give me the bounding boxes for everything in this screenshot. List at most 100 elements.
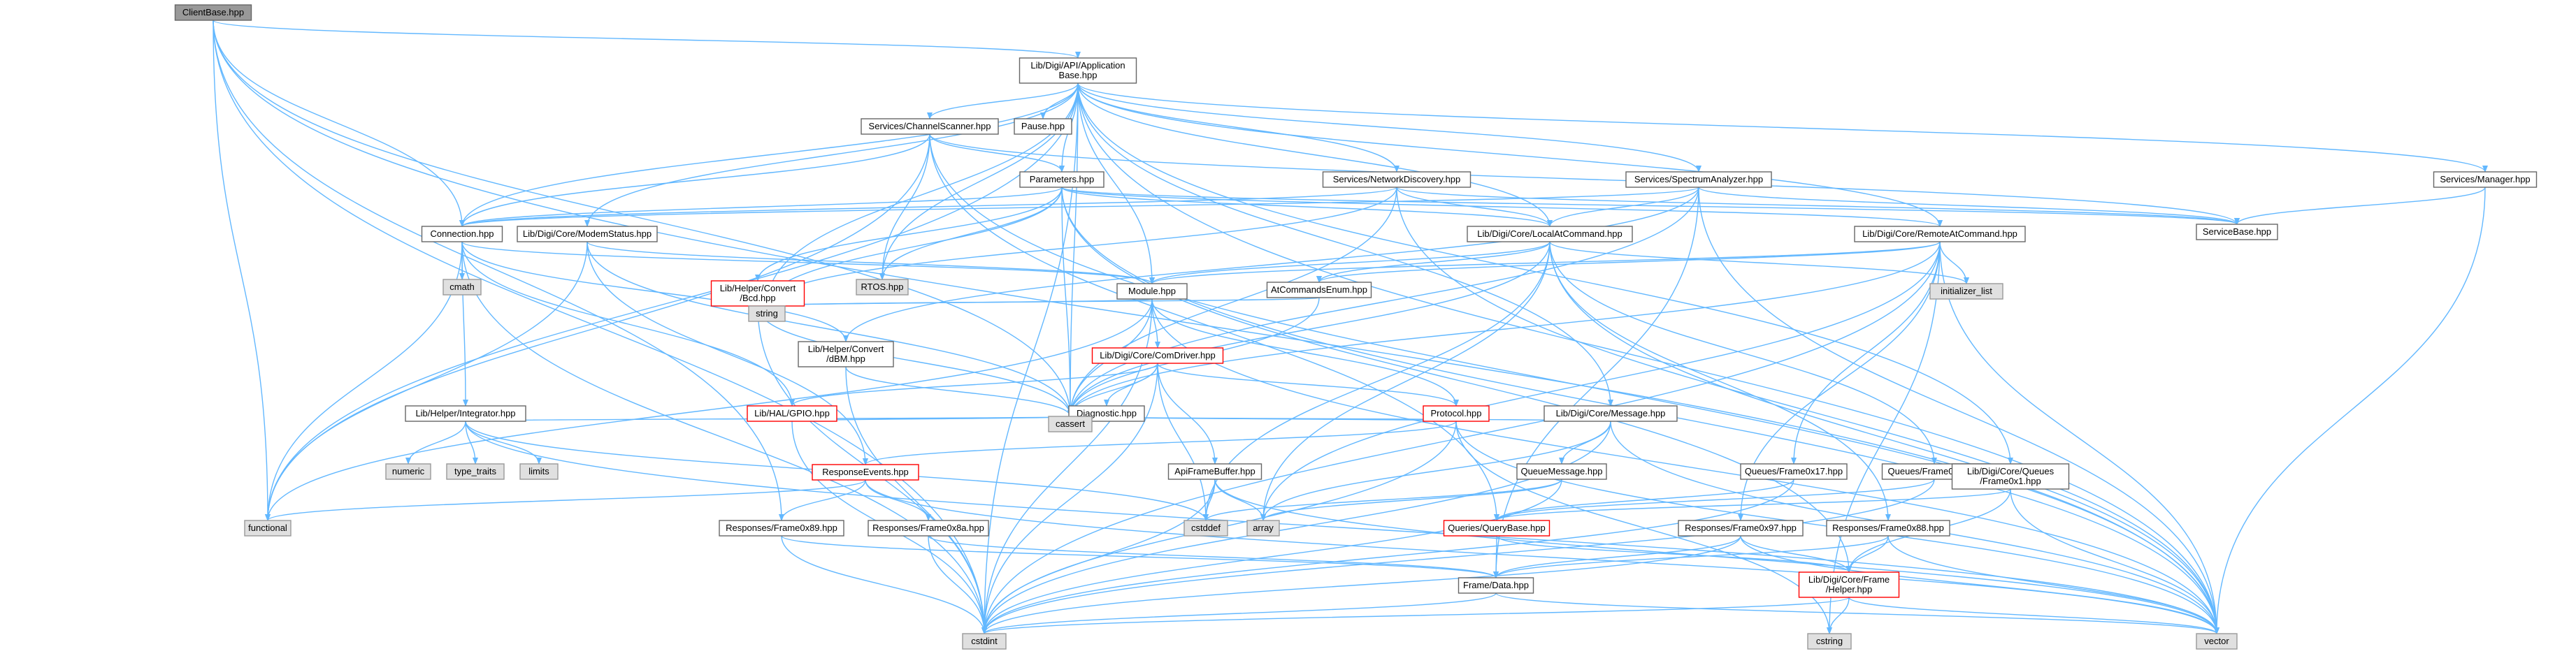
node-label: Lib/Helper/Convert [808,344,884,354]
node-queuemessage[interactable]: QueueMessage.hpp [1516,463,1607,480]
node-box [1516,463,1607,480]
node-cstddef: cstddef [1183,520,1228,537]
edge-bcd-to-cassert [757,305,1073,417]
edge-atcommandsenum-to-string [765,297,1320,307]
edge-layer [213,20,2488,634]
node-label: cstddef [1191,523,1221,533]
node-dbm[interactable]: Lib/Helper/Convert/dBM.hpp [798,341,894,367]
node-pause[interactable]: Pause.hpp [1014,118,1072,135]
node-label: Queues/Frame0x17.hpp [1745,466,1843,476]
node-layer: ClientBase.hppLib/Digi/API/ApplicationBa… [174,4,2538,650]
edge-parameters-to-localatcommand [1061,187,1553,227]
node-servicebase[interactable]: ServiceBase.hpp [2196,224,2278,240]
node-functional: functional [244,520,292,537]
edge-parameters-to-framehelper [1061,187,1852,573]
edge-responseevents-to-respframe0x89 [779,479,866,521]
node-cstring: cstring [1807,633,1852,650]
edge-connection-to-functional [265,241,463,521]
edge-networkdiscovery-to-connection [459,187,1397,227]
node-connection[interactable]: Connection.hpp [421,226,503,242]
node-atcommandsenum[interactable]: AtCommandsEnum.hpp [1266,282,1372,298]
edge-spectrumanalyzer-to-cassert [1067,187,1699,417]
edge-networkdiscovery-to-servicebase [1396,187,2240,225]
edge-framehelper-to-vector [1848,597,2219,634]
node-label: Lib/Digi/Core/LocalAtCommand.hpp [1477,228,1622,239]
edge-coremessage-to-array [1260,421,1611,521]
node-label: initializer_list [1941,286,1992,296]
node-modemstatus[interactable]: Lib/Digi/Core/ModemStatus.hpp [517,226,658,242]
edge-respframe0x8a-to-cstdint [928,535,987,634]
node-box [244,520,292,537]
node-module[interactable]: Module.hpp [1116,283,1188,300]
edge-appbase-to-channelscanner [927,82,1079,119]
edge-queuesframe0x8-to-cstdint [981,479,1935,634]
node-respframe0x8a[interactable]: Responses/Frame0x8a.hpp [868,520,989,537]
edge-appbase-to-module [1077,82,1155,284]
edge-channelscanner-to-rtos [879,133,930,280]
edge-integrator-to-limits [465,421,542,465]
node-label: Lib/Digi/Core/Frame [1808,574,1890,585]
edge-spectrumanalyzer-to-dbm [843,187,1699,342]
node-queuesframe0x17[interactable]: Queues/Frame0x17.hpp [1740,463,1848,480]
node-framehelper[interactable]: Lib/Digi/Core/Frame/Helper.hpp [1798,571,1900,598]
edge-localatcommand-to-initializer-list [1549,241,1969,284]
node-bcd[interactable]: Lib/Helper/Convert/Bcd.hpp [710,280,805,307]
node-respframe0x97[interactable]: Responses/Frame0x97.hpp [1678,520,1804,537]
node-label: Protocol.hpp [1431,408,1482,418]
node-respframe0x88[interactable]: Responses/Frame0x88.hpp [1826,520,1950,537]
edge-respframe0x97-to-vector [1740,535,2219,634]
edge-clientbase-to-appbase [213,20,1081,59]
edge-modemstatus-to-cassert [587,241,1073,417]
node-channelscanner[interactable]: Services/ChannelScanner.hpp [861,118,999,135]
node-box [748,305,786,322]
node-comdriver[interactable]: Lib/Digi/Core/ComDriver.hpp [1091,347,1224,364]
node-box [1544,405,1678,422]
node-box [1740,463,1848,480]
node-label: Responses/Frame0x97.hpp [1685,523,1797,533]
node-box [1019,171,1104,188]
edge-appbase-to-localatcommand [1077,82,1553,227]
node-rtos: RTOS.hpp [856,279,909,296]
edge-respframe0x88-to-framehelper [1846,535,1889,573]
node-localatcommand[interactable]: Lib/Digi/Core/LocalAtCommand.hpp [1467,226,1633,242]
edge-remoteatcommand-to-initializer-list [1939,241,1969,284]
node-box [1019,57,1137,84]
node-remoteatcommand[interactable]: Lib/Digi/Core/RemoteAtCommand.hpp [1854,226,2026,242]
node-box [519,463,559,480]
node-apiframebuffer[interactable]: ApiFrameBuffer.hpp [1167,463,1262,480]
edge-clientbase-to-vector [213,20,2219,634]
edge-modemstatus-to-functional [265,241,588,521]
node-label: Module.hpp [1128,286,1176,296]
node-coremessage[interactable]: Lib/Digi/Core/Message.hpp [1544,405,1678,422]
node-box [861,118,999,135]
edge-apiframebuffer-to-array [1214,479,1266,521]
node-box [2196,224,2278,240]
node-box [405,405,526,422]
edge-querybase-to-framehelper [1496,535,1852,573]
node-cassert: cassert [1048,416,1093,432]
edge-servicesmanager-to-vector [2214,187,2486,634]
node-protocol[interactable]: Protocol.hpp [1423,405,1490,422]
edge-queuesframe0x1-to-vector [2010,488,2219,634]
node-queuesframe0x1[interactable]: Lib/Digi/Core/Queues/Frame0x1.hpp [1951,463,2070,490]
node-respframe0x89[interactable]: Responses/Frame0x89.hpp [719,520,844,537]
node-responseevents[interactable]: ResponseEvents.hpp [812,464,919,481]
node-spectrumanalyzer[interactable]: Services/SpectrumAnalyzer.hpp [1625,171,1772,188]
node-networkdiscovery[interactable]: Services/NetworkDiscovery.hpp [1322,171,1472,188]
node-servicesmanager[interactable]: Services/Manager.hpp [2433,171,2538,188]
node-label: string [756,308,778,319]
node-integrator[interactable]: Lib/Helper/Integrator.hpp [405,405,526,422]
node-clientbase[interactable]: ClientBase.hpp [174,4,252,21]
edge-spectrumanalyzer-to-framedata [1493,187,1699,578]
node-parameters[interactable]: Parameters.hpp [1019,171,1104,188]
edge-localatcommand-to-module [1149,241,1550,284]
node-label: Services/Manager.hpp [2440,174,2530,184]
node-gpio[interactable]: Lib/HAL/GPIO.hpp [747,405,837,422]
node-label: cstdint [971,636,998,646]
edge-channelscanner-to-parameters [929,133,1065,173]
node-querybase[interactable]: Queries/QueryBase.hpp [1443,520,1550,537]
edge-connection-to-module [461,241,1155,284]
node-label: Responses/Frame0x89.hpp [726,523,837,533]
node-framedata[interactable]: Frame/Data.hpp [1458,577,1534,594]
